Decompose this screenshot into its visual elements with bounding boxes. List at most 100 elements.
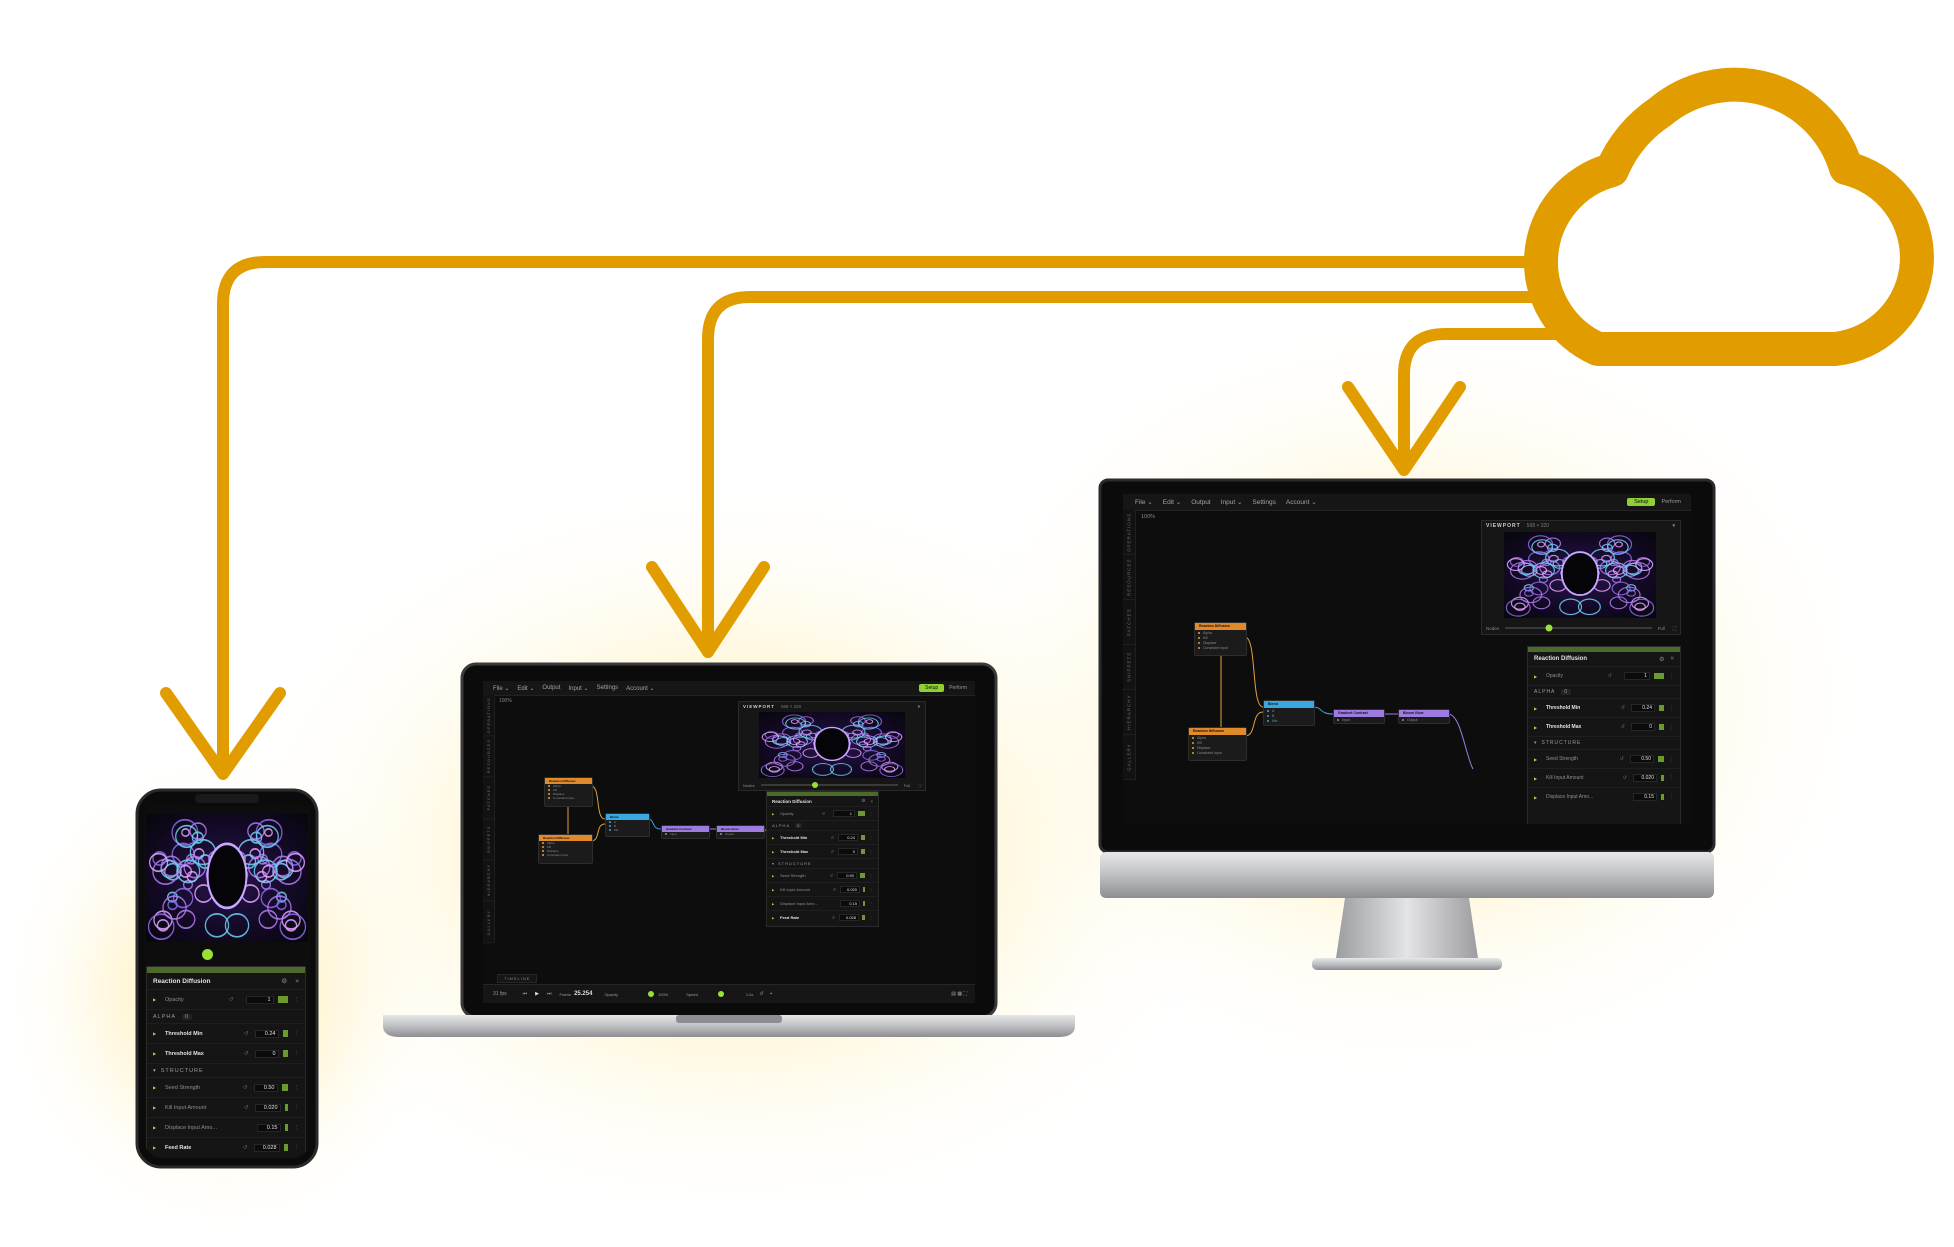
speed-reset-icon[interactable]: ↺ [759,991,764,997]
alpha-chip[interactable]: 0 [182,1013,193,1020]
expand-arrow-icon[interactable]: ▶ [772,901,775,906]
more-icon[interactable]: ⋮ [1669,673,1674,679]
setup-button[interactable]: Setup [919,684,945,692]
viewport-menu-icon[interactable]: ▾ [1672,523,1676,529]
more-icon[interactable]: ⋮ [1669,724,1674,730]
opacity-value-field[interactable]: 1 [1624,672,1650,680]
opacity-value-field[interactable]: 1 [833,810,855,817]
expand-icon[interactable]: ⛶ [918,782,921,788]
expand-arrow-icon[interactable]: ▶ [153,1125,157,1130]
more-icon[interactable]: ⋮ [869,811,873,816]
gear-icon[interactable]: ⚙ [281,978,288,985]
node-port[interactable]: B [1264,713,1314,718]
node-port[interactable]: Displace [1189,745,1246,750]
menu-output[interactable]: Output [542,685,561,691]
node-port[interactable]: Kill [539,845,592,849]
reset-icon[interactable]: ↺ [831,915,835,920]
node-port[interactable]: Kill [1195,635,1246,640]
expand-arrow-icon[interactable]: ▶ [153,997,157,1002]
reset-icon[interactable]: ↺ [1607,673,1612,679]
kill-value-field[interactable]: 0.020 [840,886,860,893]
add-icon[interactable]: + [769,991,773,997]
node-port[interactable]: Constraint Input [545,796,592,800]
expand-arrow-icon[interactable]: ▶ [772,873,775,878]
more-icon[interactable]: ⋮ [293,1084,300,1091]
kill-bar[interactable] [863,887,865,892]
node-blend[interactable]: Blend A B Mix [605,813,650,837]
menu-output[interactable]: Output [1191,498,1211,506]
threshold-min-bar[interactable] [861,835,865,840]
node-port[interactable]: Output [717,832,764,836]
more-icon[interactable]: ⋮ [869,887,873,892]
expand-arrow-icon[interactable]: ▶ [1534,705,1538,711]
reset-icon[interactable]: ↺ [829,873,833,878]
more-icon[interactable]: ⋮ [869,835,873,840]
expand-arrow-icon[interactable]: ▶ [772,887,775,892]
timeline-tab[interactable]: TIMELINE [497,974,538,983]
menu-input[interactable]: Input ⌄ [568,685,589,692]
displace-bar[interactable] [284,1124,288,1131]
opacity-bar[interactable] [858,811,865,816]
panel-drag-handle[interactable] [147,967,305,973]
node-port[interactable]: Kill [545,788,592,792]
expand-arrow-icon[interactable]: ▶ [153,1105,157,1110]
node-bloom-glow[interactable]: Bloom Glow Output [716,825,765,839]
more-icon[interactable]: ⋮ [1669,705,1674,711]
more-icon[interactable]: ⋮ [869,915,873,920]
node-port[interactable]: Mix [1264,718,1314,723]
more-icon[interactable]: ⋮ [869,849,873,854]
kill-value-field[interactable]: 0.020 [254,1103,281,1112]
reset-icon[interactable]: ↺ [228,996,234,1003]
node-port[interactable]: Kill [1189,740,1246,745]
displace-bar[interactable] [863,901,865,906]
slider-knob[interactable] [201,948,213,960]
menu-file[interactable]: File ⌄ [1135,499,1153,506]
more-icon[interactable]: ⋮ [869,901,873,906]
seed-bar[interactable] [860,873,865,878]
expand-arrow-icon[interactable]: ▶ [153,1051,157,1056]
reset-icon[interactable]: ↺ [243,1030,249,1037]
more-icon[interactable]: ⋮ [1669,756,1674,762]
threshold-min-value-field[interactable]: 0.24 [1631,704,1655,712]
more-icon[interactable]: ⋮ [293,1030,300,1037]
section-collapse-icon[interactable]: ▾ [1534,740,1538,746]
expand-arrow-icon[interactable]: ▶ [772,849,775,854]
skip-back-icon[interactable]: ⏮ [522,991,528,997]
seed-bar[interactable] [281,1084,288,1091]
reset-icon[interactable]: ↺ [243,1104,249,1111]
section-collapse-icon[interactable]: ▾ [153,1067,157,1074]
seed-value-field[interactable]: 0.50 [1630,755,1654,763]
node-port[interactable]: Alpha [1189,735,1246,740]
node-reaction-diffusion-1[interactable]: Reaction Diffusion Alpha Kill Displace C… [544,777,593,807]
reset-icon[interactable]: ↺ [242,1144,248,1151]
feed-bar[interactable] [283,1144,288,1151]
node-port[interactable]: Input [662,832,709,836]
node-bloom-glow[interactable]: Bloom Glow Output [1398,709,1450,724]
displace-bar[interactable] [1661,794,1664,800]
kill-value-field[interactable]: 0.020 [1633,774,1657,782]
more-icon[interactable]: ⋮ [1669,794,1674,800]
node-port[interactable]: Displace [545,792,592,796]
phone-viewport-slider[interactable] [144,946,310,962]
expand-arrow-icon[interactable]: ▶ [772,811,775,816]
section-collapse-icon[interactable]: ▾ [772,861,776,866]
reset-icon[interactable]: ↺ [830,835,834,840]
expand-arrow-icon[interactable]: ▶ [1534,794,1538,800]
node-gradient-contrast[interactable]: Gradient Contrast Input [661,825,710,839]
alpha-chip[interactable]: 0 [1561,689,1572,695]
node-port[interactable]: Alpha [539,841,592,845]
slider-knob[interactable] [812,782,819,788]
expand-icon[interactable]: ⛶ [1672,625,1676,631]
node-gradient-contrast[interactable]: Gradient Contrast Input [1333,709,1385,724]
threshold-max-bar[interactable] [282,1050,288,1057]
opacity-bar[interactable] [1654,673,1664,679]
expand-arrow-icon[interactable]: ▶ [153,1085,157,1090]
expand-arrow-icon[interactable]: ▶ [772,915,775,920]
feed-value-field[interactable]: 0.028 [253,1143,280,1152]
node-reaction-diffusion-1[interactable]: Reaction Diffusion Alpha Kill Displace C… [1194,622,1247,656]
gear-icon[interactable]: ⚙ [861,798,866,803]
play-icon[interactable]: ▶ [535,991,539,997]
node-port[interactable]: Alpha [1195,630,1246,635]
expand-arrow-icon[interactable]: ▶ [1534,775,1538,781]
more-icon[interactable]: ⋮ [293,1124,300,1131]
